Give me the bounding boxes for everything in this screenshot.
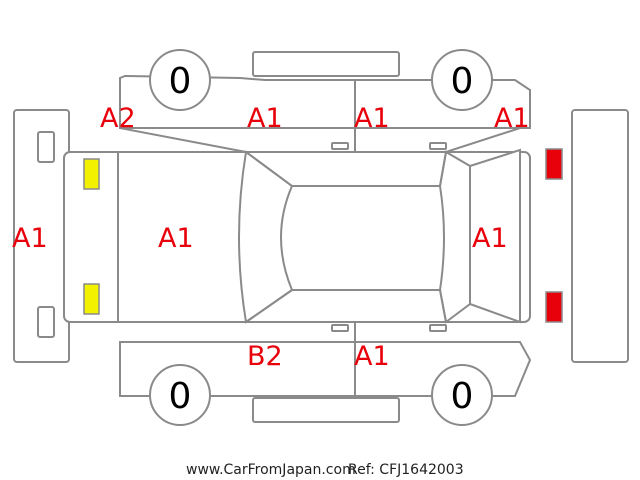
footer-site: www.CarFromJapan.com [186,462,356,478]
top-view-body [63,148,531,324]
tire-reading-rear-left: 0 [451,61,474,102]
damage-code-trunk: A1 [472,223,508,254]
tire-reading-front-left: 0 [169,61,192,102]
damage-code-front-bumper: A1 [12,223,48,254]
rear-lamp-marker-bottom [545,291,563,323]
tire-rear-right: 0 [431,364,493,426]
damage-code-front-left-fender: A2 [100,103,136,134]
damage-code-front-left-door: A1 [247,103,283,134]
front-lamp-marker-bottom [83,283,100,315]
tire-front-left: 0 [149,49,211,111]
damage-code-front-right-door: B2 [247,341,283,372]
damage-code-rear-left-quarter: A1 [494,103,530,134]
tire-rear-left: 0 [431,49,493,111]
damage-code-hood: A1 [158,223,194,254]
tire-front-right: 0 [149,364,211,426]
rear-lamp-marker-top [545,148,563,180]
damage-code-rear-left-door: A1 [354,103,390,134]
tire-reading-rear-right: 0 [451,376,474,417]
lower-side-view [119,290,532,423]
damage-code-rear-right-door: A1 [354,341,390,372]
tire-reading-front-right: 0 [169,376,192,417]
rear-bumper [571,109,629,363]
front-lamp-marker-top [83,158,100,190]
footer-ref: Ref: CFJ1642003 [348,462,464,478]
